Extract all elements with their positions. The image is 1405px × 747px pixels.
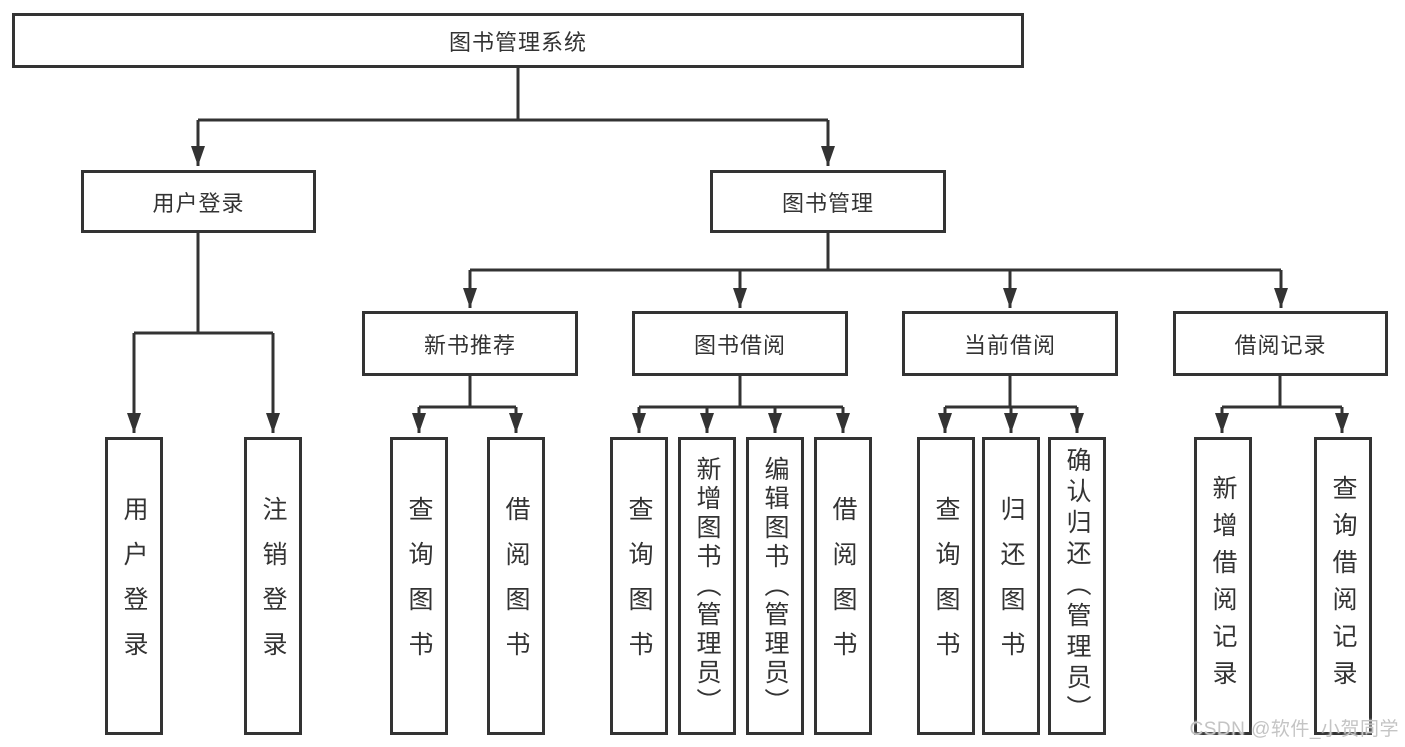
leaf-query-books-current: 查询图书	[917, 437, 975, 735]
connector-book-borrow-branch	[632, 376, 850, 433]
leaf-return-books: 归还图书	[982, 437, 1040, 735]
leaf-borrow-books-recommend: 借阅图书	[487, 437, 545, 735]
leaf-borrow-books: 借阅图书	[814, 437, 872, 735]
leaf-logout: 注销登录	[244, 437, 302, 735]
watermark: CSDN @软件_小贺同学	[1189, 719, 1399, 740]
connector-new-book-branch	[412, 376, 523, 433]
node-current-borrowing: 当前借阅	[902, 311, 1118, 376]
connector-user-login-branch	[127, 233, 280, 433]
node-book-borrowing: 图书借阅	[632, 311, 848, 376]
leaf-add-book-admin: 新增图书（管理员）	[678, 437, 736, 735]
connector-root-branch	[191, 68, 835, 166]
leaf-query-borrow-record: 查询借阅记录	[1314, 437, 1372, 735]
node-user-login: 用户登录	[81, 170, 316, 233]
leaf-add-borrow-record: 新增借阅记录	[1194, 437, 1252, 735]
leaf-confirm-return-admin: 确认归还（管理员）	[1048, 437, 1106, 735]
leaf-user-login: 用户登录	[105, 437, 163, 735]
connector-current-borrow-branch	[938, 376, 1084, 433]
connector-book-management-branch	[463, 233, 1288, 308]
node-book-management: 图书管理	[710, 170, 946, 233]
node-borrowing-records: 借阅记录	[1173, 311, 1388, 376]
connector-borrow-records-branch	[1215, 376, 1349, 433]
leaf-edit-book-admin: 编辑图书（管理员）	[746, 437, 804, 735]
leaf-query-books-borrow: 查询图书	[610, 437, 668, 735]
leaf-query-books-recommend: 查询图书	[390, 437, 448, 735]
node-library-management-system: 图书管理系统	[12, 13, 1024, 68]
node-new-book-recommendation: 新书推荐	[362, 311, 578, 376]
